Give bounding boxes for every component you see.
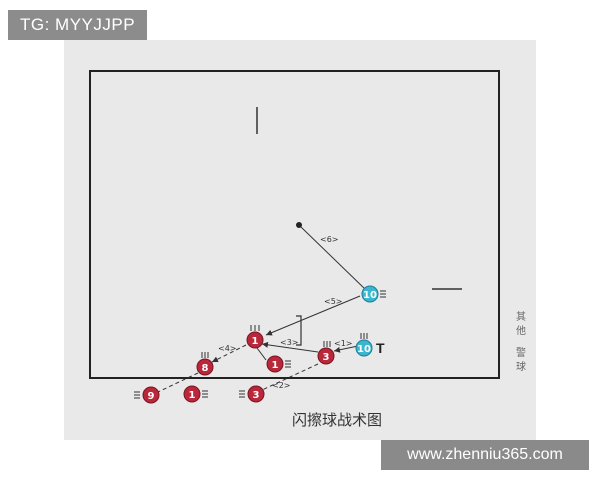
player-1-mid: 1 xyxy=(246,325,264,349)
diagram-photo xyxy=(64,40,536,440)
svg-text:9: 9 xyxy=(148,391,155,402)
bracket xyxy=(296,315,302,346)
side-text-3: 警 xyxy=(516,346,526,359)
svg-text:8: 8 xyxy=(202,363,209,374)
diagram-caption: 闪擦球战术图 xyxy=(292,411,382,429)
route-label-2: <2> xyxy=(272,381,291,390)
route-2-line xyxy=(261,363,319,391)
route-label-4: <4> xyxy=(218,344,237,353)
route-label-5: <5> xyxy=(324,297,343,306)
player-8: 8 xyxy=(196,352,214,376)
watermark-bottom-right: www.zhenniu365.com xyxy=(381,440,589,470)
watermark-top-left: TG: MYYJJPP xyxy=(8,10,148,40)
player-10-top: 10 xyxy=(361,285,386,303)
svg-text:3: 3 xyxy=(253,390,260,401)
side-text-2: 他 xyxy=(516,324,526,337)
ball-end-point xyxy=(296,222,302,228)
route-6-line xyxy=(300,226,367,291)
svg-text:1: 1 xyxy=(189,390,196,401)
player-3-bottom: 3 xyxy=(239,385,265,403)
court-outline xyxy=(89,70,500,379)
route-label-6: <6> xyxy=(320,235,339,244)
player-9: 9 xyxy=(134,386,160,404)
route-5-line xyxy=(265,295,361,336)
svg-text:10: 10 xyxy=(357,344,371,355)
svg-text:1: 1 xyxy=(272,360,279,371)
player-1-bottom: 1 xyxy=(183,385,208,403)
svg-text:1: 1 xyxy=(252,336,259,347)
route-4-line xyxy=(211,344,247,363)
svg-text:3: 3 xyxy=(323,352,330,363)
pass-dash-left xyxy=(157,372,199,393)
player-1-low: 1 xyxy=(266,355,291,373)
svg-text:10: 10 xyxy=(363,290,377,301)
route-3-line xyxy=(261,341,319,353)
player-10-serve: 10 xyxy=(355,333,373,357)
route-label-3: <3> xyxy=(280,338,299,347)
server-mark: T xyxy=(376,340,385,356)
side-text-4: 球 xyxy=(516,360,526,373)
route-label-1: <1> xyxy=(334,339,353,348)
side-text-1: 其 xyxy=(516,311,526,323)
player-3-right: 3 xyxy=(317,341,335,365)
route-1-line xyxy=(333,345,359,353)
route-link xyxy=(256,347,267,361)
